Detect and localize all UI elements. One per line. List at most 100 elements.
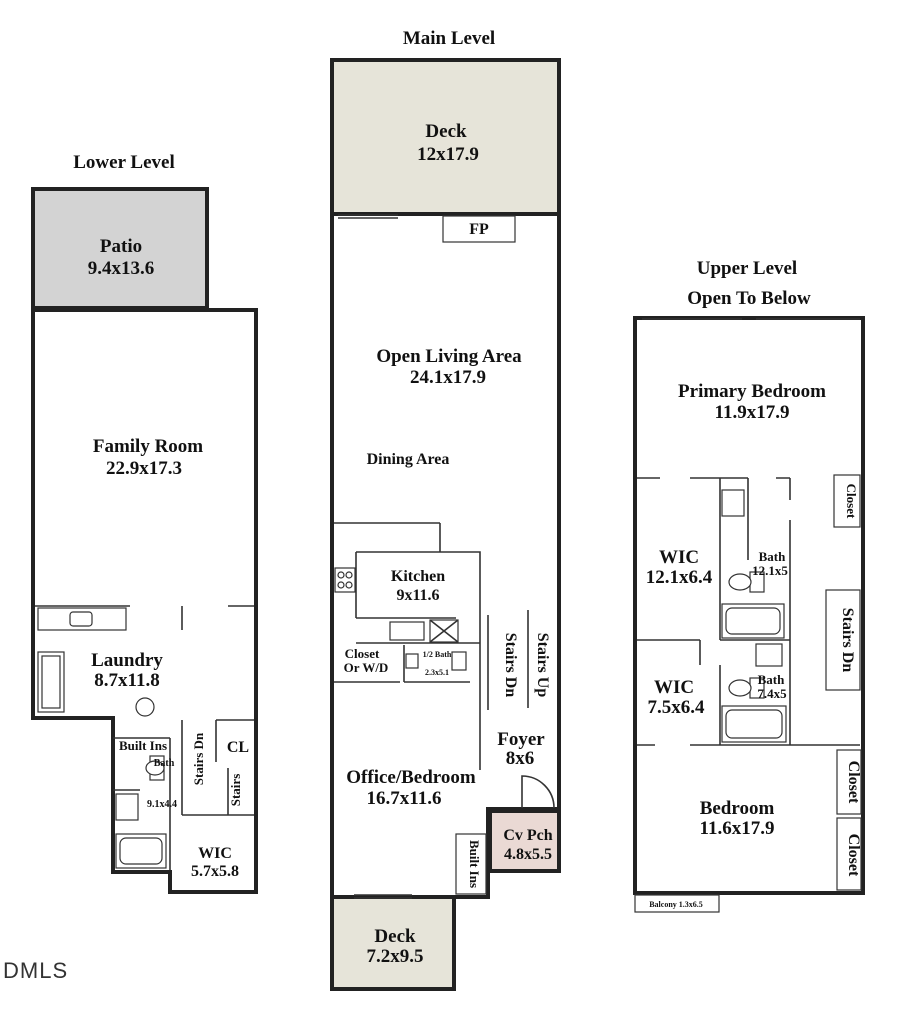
bath-label: Bath: [154, 758, 175, 769]
stairs-dn-label: Stairs Dn: [191, 732, 206, 785]
bath1-dims: 12.1x5: [752, 563, 788, 578]
balcony-box: [634, 894, 720, 913]
lower-level: Lower Level Patio 9.4x13.6 Family Room 2…: [31, 152, 258, 894]
toilet-bowl: [145, 760, 165, 776]
lower-outline: [31, 308, 258, 894]
primary-bedroom-dims: 11.9x17.9: [715, 402, 790, 423]
bath2-toilet-bowl: [728, 679, 752, 697]
closet-top-label: Closet: [844, 484, 859, 519]
stairs-upper-box: [825, 589, 861, 691]
stairs-label: Stairs: [228, 774, 243, 807]
wic1-label: WIC: [659, 547, 699, 568]
bath2-dims: 7.4x5: [757, 686, 787, 701]
bath-dims: 9.1x4.4: [147, 799, 177, 810]
family-room-label: Family Room: [93, 436, 203, 457]
kitchen-dims: 9x11.6: [396, 587, 439, 604]
lower-level-title: Lower Level: [73, 152, 175, 173]
closet-a-box: [836, 749, 862, 815]
wic2-label: WIC: [654, 677, 694, 698]
office-label: Office/Bedroom: [346, 767, 476, 788]
closet-wd-line2: Or W/D: [344, 660, 389, 675]
open-to-below-label: Open To Below: [687, 288, 811, 309]
family-room-dims: 22.9x17.3: [106, 458, 182, 479]
foyer-label: Foyer: [497, 729, 545, 750]
kitchen-walls: [334, 522, 481, 770]
dining-area-label: Dining Area: [367, 451, 450, 468]
half-bath-sink: [405, 653, 419, 669]
main-level: Main Level Deck 12x17.9 FP Open Living A…: [330, 28, 561, 991]
washer-inner: [41, 655, 61, 709]
stairs-walls: [181, 719, 254, 816]
sliding-door-top: [338, 214, 398, 219]
floor-drain: [135, 697, 155, 717]
wic2-dims: 7.5x6.4: [648, 697, 706, 718]
bath-sink: [115, 793, 139, 821]
office-dims: 16.7x11.6: [367, 788, 442, 809]
open-living-dims: 24.1x17.9: [410, 367, 486, 388]
half-bath-toilet: [451, 651, 467, 671]
upper-level-title: Upper Level: [697, 258, 797, 279]
dmls-watermark: DMLS: [3, 958, 68, 983]
main-level-title: Main Level: [403, 28, 495, 49]
deck-bottom-dims: 7.2x9.5: [367, 946, 424, 967]
closet-top-box: [833, 474, 861, 528]
refrigerator-x: [429, 619, 459, 643]
bedroom-dims: 11.6x17.9: [700, 818, 775, 839]
deck-bottom-label: Deck: [374, 926, 416, 947]
bath1-tub-inner: [725, 607, 781, 635]
range-stove: [334, 567, 356, 593]
built-ins-cabinet: [455, 833, 487, 895]
balcony-label: Balcony 1.3x6.5: [649, 900, 703, 909]
stairs-up-main-label: Stairs Up: [534, 633, 551, 698]
bath2-sink: [755, 643, 783, 667]
cv-pch-fill: [488, 809, 561, 873]
laundry-label: Laundry: [91, 650, 163, 671]
wic-dims: 5.7x5.8: [191, 863, 239, 880]
cl-label: CL: [227, 739, 249, 756]
sliding-door-bottom: [354, 894, 412, 899]
bath2-tub-inner: [725, 709, 783, 739]
patio-fill: [31, 187, 209, 310]
bath1-label: Bath: [759, 549, 787, 564]
cv-pch-label: Cv Pch: [503, 827, 552, 844]
half-bath-dims: 2.3x5.1: [425, 668, 449, 677]
stairs-dn-upper-label: Stairs Dn: [839, 608, 856, 673]
bedroom-label: Bedroom: [700, 798, 775, 819]
built-ins-main-label: Built Ins: [467, 840, 482, 888]
deck-bottom-fill: [330, 895, 456, 991]
kitchen-label: Kitchen: [391, 568, 445, 585]
bath2-label: Bath: [758, 672, 786, 687]
kitchen-sink: [389, 621, 425, 641]
deck-top-label: Deck: [425, 121, 467, 142]
laundry-sink-basin: [69, 611, 93, 627]
burner: [345, 581, 353, 589]
bath-walls: [113, 737, 171, 870]
burner: [345, 571, 353, 579]
patio-dims: 9.4x13.6: [88, 258, 155, 279]
open-living-label: Open Living Area: [376, 346, 522, 367]
bath1-sink: [721, 489, 745, 517]
upper-inner-walls: [637, 477, 860, 746]
upper-level: Upper Level Open To Below Primary Bedroo…: [633, 258, 865, 913]
fireplace: [442, 215, 516, 243]
wic-label: WIC: [198, 845, 232, 862]
closet-bath-walls: [334, 645, 470, 683]
foyer-dims: 8x6: [506, 748, 535, 769]
bath1-toilet-bowl: [728, 573, 752, 591]
closet-wd-line1: Closet: [345, 646, 380, 661]
fireplace-label: FP: [469, 221, 489, 238]
closet-b-label: Closet: [845, 834, 862, 877]
bathtub-inner: [119, 837, 163, 865]
laundry-top-wall: [35, 605, 254, 630]
deck-top-fill: [330, 58, 561, 216]
deck-top-dims: 12x17.9: [417, 144, 479, 165]
burner: [337, 571, 345, 579]
front-door-swing: [521, 775, 555, 809]
closet-b-box: [836, 817, 862, 891]
half-bath-label: 1/2 Bath: [423, 650, 452, 659]
laundry-dims: 8.7x11.8: [94, 670, 159, 691]
built-ins-label: Built Ins: [119, 738, 167, 753]
closet-a-label: Closet: [845, 761, 862, 804]
stairs-dn-main-label: Stairs Dn: [502, 633, 519, 698]
upper-outline: [633, 316, 865, 895]
